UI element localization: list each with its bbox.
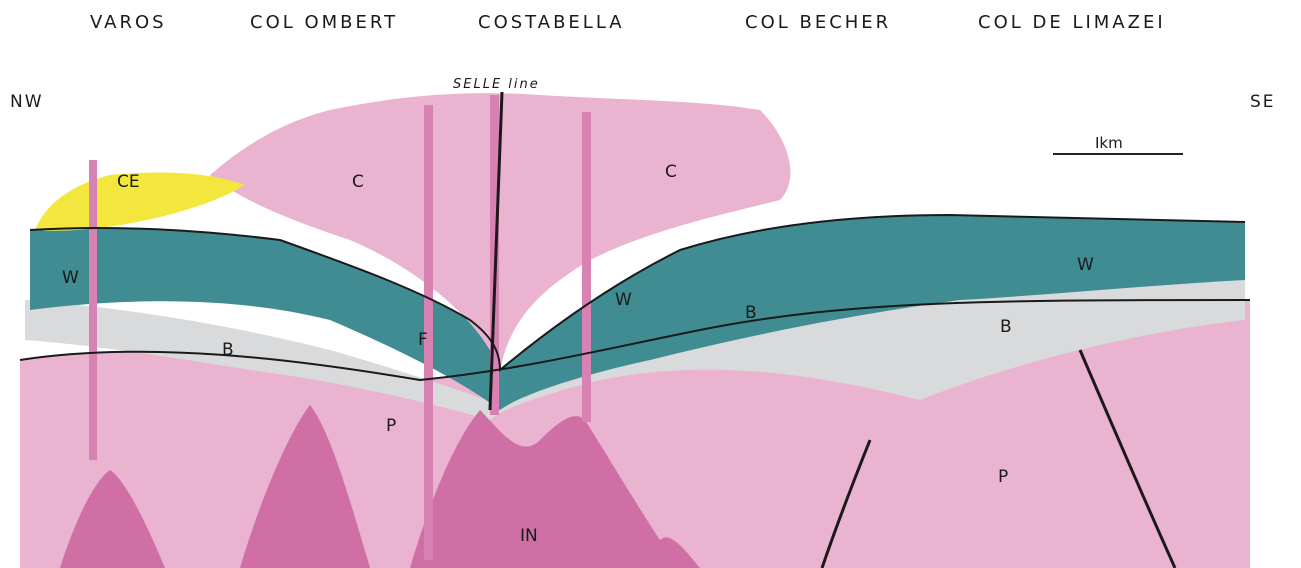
place-col-becher: COL BECHER bbox=[745, 12, 891, 33]
unit-label-w-mid: W bbox=[615, 290, 632, 310]
unit-label-c-right: C bbox=[665, 162, 677, 182]
place-col-ombert: COL OMBERT bbox=[250, 12, 398, 33]
unit-label-in: IN bbox=[520, 526, 538, 546]
unit-label-f: F bbox=[418, 330, 428, 350]
place-varos: VAROS bbox=[90, 12, 167, 33]
dyke-1 bbox=[89, 160, 97, 460]
dyke-4 bbox=[582, 112, 591, 422]
unit-label-c-left: C bbox=[352, 172, 364, 192]
scale-label: Ikm bbox=[1095, 134, 1123, 152]
unit-label-p-left: P bbox=[386, 416, 396, 436]
fault-name-label: SELLE line bbox=[453, 77, 540, 92]
unit-label-b-right: B bbox=[1000, 317, 1012, 337]
unit-label-b-mid: B bbox=[745, 303, 757, 323]
unit-label-b-left: B bbox=[222, 340, 234, 360]
place-col-de-limazei: COL DE LIMAZEI bbox=[978, 12, 1166, 33]
orientation-nw: NW bbox=[10, 92, 44, 112]
unit-label-p-right: P bbox=[998, 467, 1008, 487]
place-costabella: COSTABELLA bbox=[478, 12, 625, 33]
unit-label-ce: CE bbox=[117, 172, 140, 192]
yellow-layer-ce bbox=[35, 172, 245, 230]
orientation-se: SE bbox=[1250, 92, 1276, 112]
unit-label-w-left: W bbox=[62, 268, 79, 288]
unit-label-w-right: W bbox=[1077, 255, 1094, 275]
scale-bar bbox=[1053, 153, 1183, 155]
